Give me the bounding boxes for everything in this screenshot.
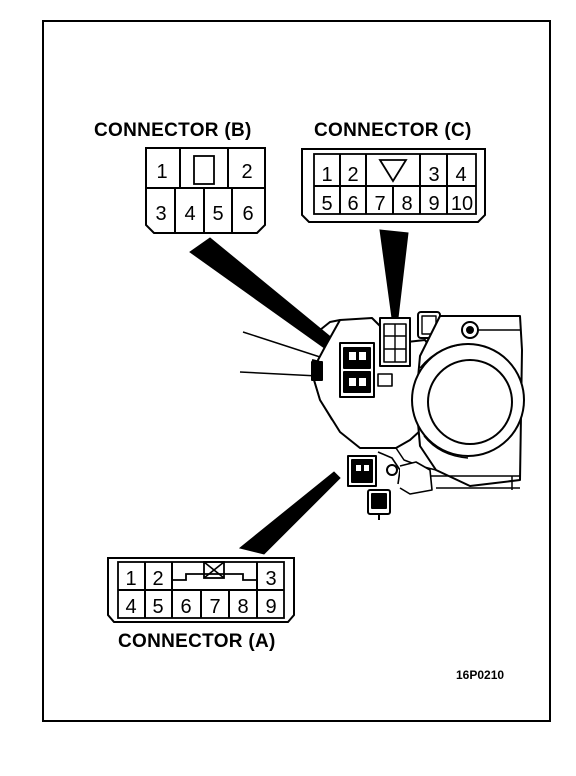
combination-switch-body xyxy=(239,311,525,520)
connector-c-pin: 5 xyxy=(321,193,332,215)
connector-c-pin: 10 xyxy=(451,193,473,215)
connector-a-pin: 9 xyxy=(265,596,276,618)
connector-b-pin: 3 xyxy=(155,203,166,225)
connector-c-face xyxy=(301,148,486,223)
figure-frame xyxy=(42,20,551,722)
connector-a-label: CONNECTOR (A) xyxy=(118,631,276,652)
connector-c-pin: 2 xyxy=(347,164,358,186)
connector-c-pin: 7 xyxy=(374,193,385,215)
figure-code: 16P0210 xyxy=(456,668,505,682)
connector-b-pins: 1 2 3 4 5 6 xyxy=(155,161,253,225)
connector-a-pin: 6 xyxy=(180,596,191,618)
connector-a-pin: 8 xyxy=(237,596,248,618)
connector-b-label: CONNECTOR (B) xyxy=(94,120,252,141)
connector-c-pins: 1 2 3 4 5 6 7 8 9 10 xyxy=(321,164,473,215)
connector-a-face xyxy=(107,557,295,623)
connector-c-pin: 4 xyxy=(455,164,466,186)
connector-c-pin: 9 xyxy=(428,193,439,215)
connector-c-pin: 1 xyxy=(321,164,332,186)
connector-a-pin: 3 xyxy=(265,568,276,590)
connector-b-pin: 5 xyxy=(212,203,223,225)
connector-c-label: CONNECTOR (C) xyxy=(314,120,472,141)
connector-a-pin: 5 xyxy=(152,596,163,618)
connector-c-pin: 3 xyxy=(428,164,439,186)
connector-a-pin: 2 xyxy=(152,568,163,590)
connector-a-pointer xyxy=(238,471,341,555)
connector-b-pin: 4 xyxy=(184,203,195,225)
connector-c-pin: 8 xyxy=(401,193,412,215)
connector-b-face xyxy=(145,147,266,234)
connector-c-pointer xyxy=(379,229,409,319)
connector-b-pin: 6 xyxy=(242,203,253,225)
connector-b-pin: 1 xyxy=(156,161,167,183)
connector-a-pins: 1 2 3 4 5 6 7 8 9 xyxy=(125,568,276,618)
connector-a-pin: 7 xyxy=(209,596,220,618)
pointer-wedges xyxy=(189,229,409,555)
connector-a-pin: 1 xyxy=(125,568,136,590)
connector-b-pin: 2 xyxy=(241,161,252,183)
connector-c-pin: 6 xyxy=(347,193,358,215)
connector-b-pointer xyxy=(189,237,339,353)
connector-a-pin: 4 xyxy=(125,596,136,618)
